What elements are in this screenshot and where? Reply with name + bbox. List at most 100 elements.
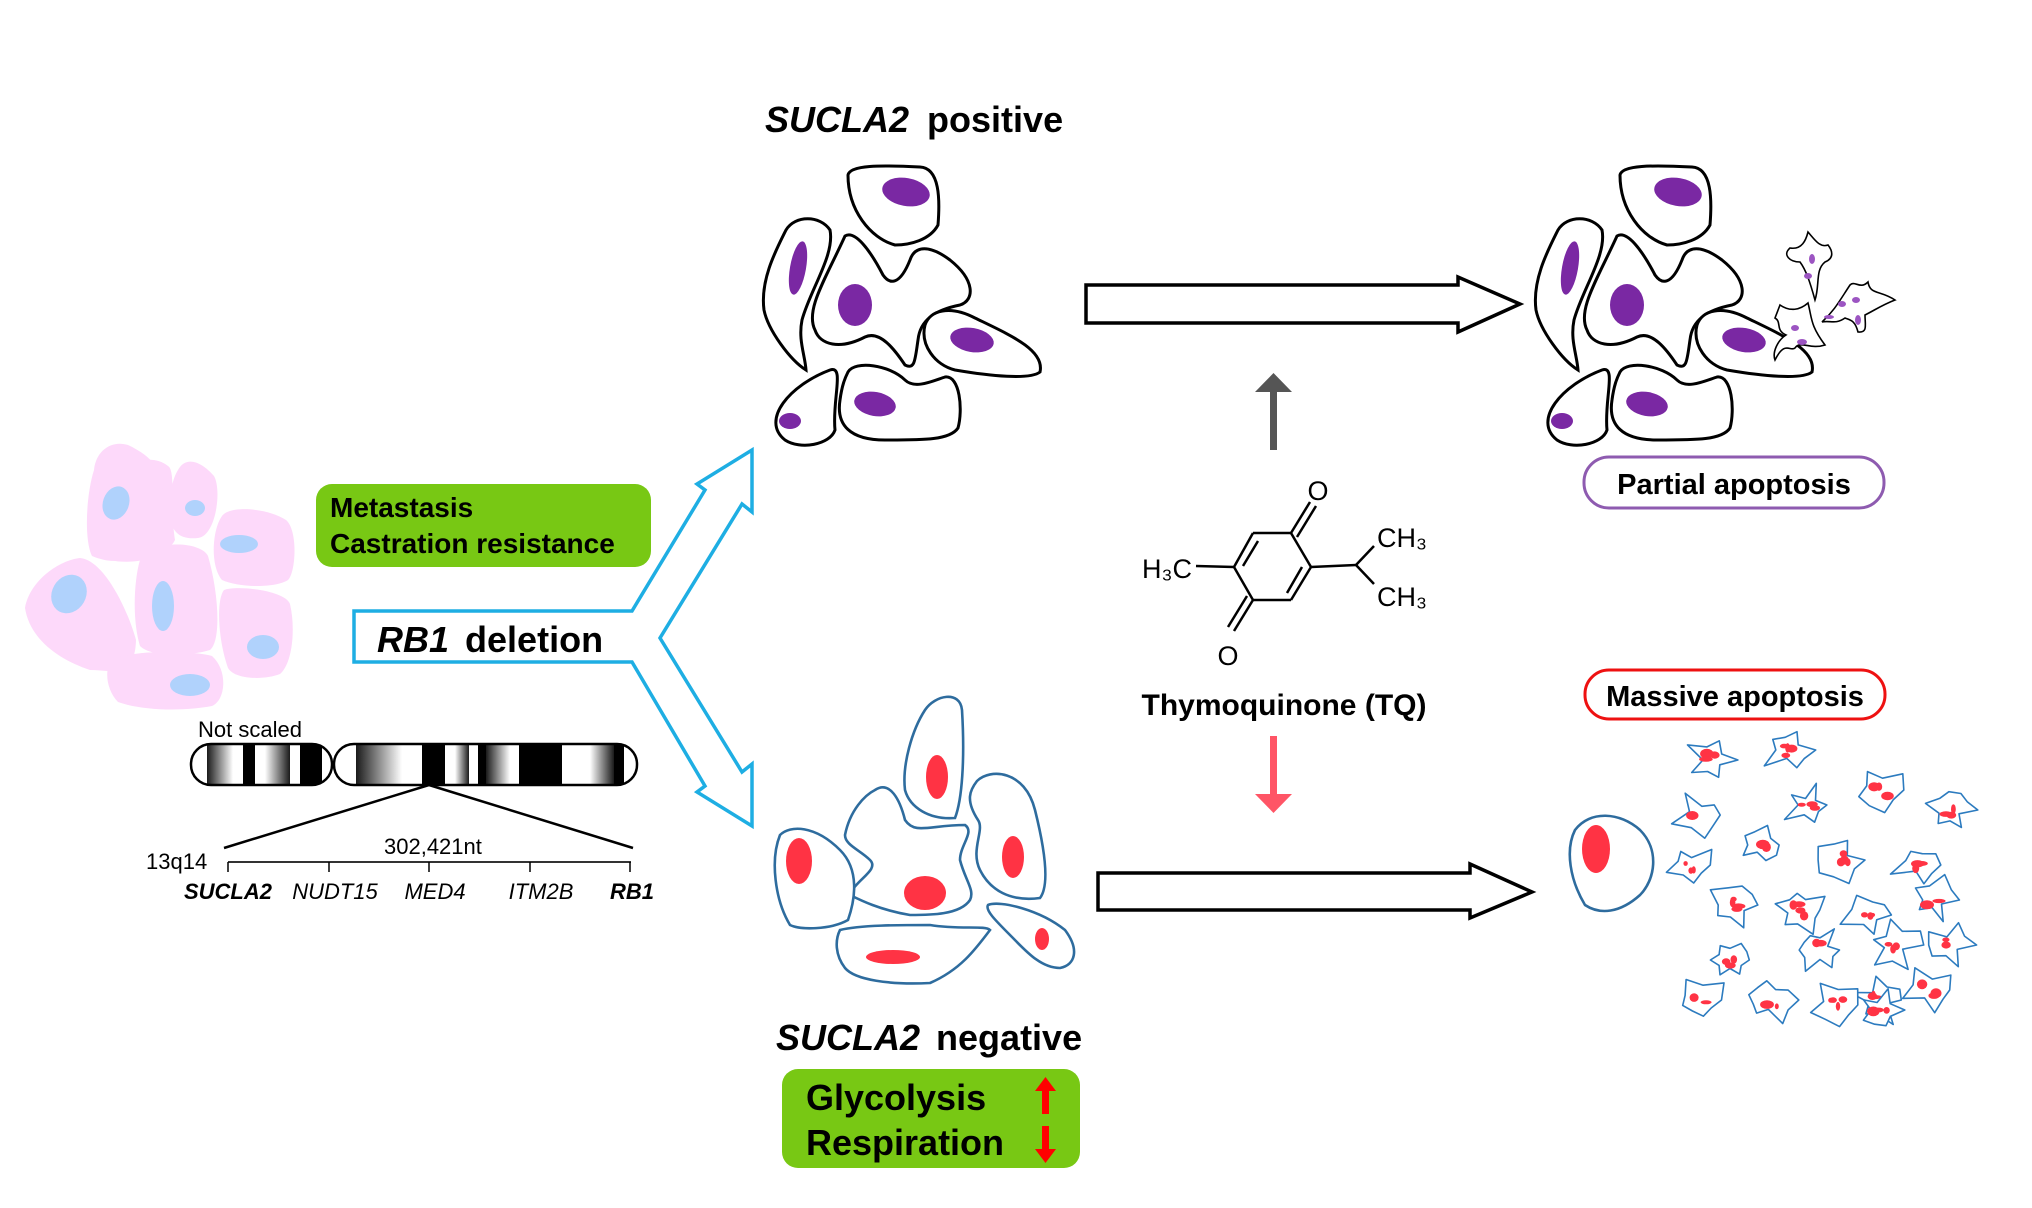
- nuclear-fragment: [1916, 979, 1928, 990]
- surviving-cells: [1533, 164, 1814, 447]
- fragment: [1838, 301, 1846, 307]
- nuclear-fragment: [1911, 860, 1924, 868]
- oxygen-top: O: [1307, 476, 1328, 506]
- nuclear-fragment: [1920, 900, 1934, 910]
- nuclear-fragment: [1683, 861, 1688, 866]
- nucleus: [904, 876, 946, 910]
- parental-cell: [170, 461, 218, 539]
- title-gene: SUCLA2: [776, 1017, 920, 1058]
- nuclear-fragment: [1809, 805, 1821, 811]
- glycolysis-label: Glycolysis: [806, 1077, 986, 1118]
- nuclear-fragment: [1868, 782, 1880, 792]
- fragment: [1824, 315, 1834, 319]
- partial-apoptosis-cell-cluster: [1533, 164, 1897, 447]
- parental-cell: [25, 558, 136, 672]
- nuclear-fragment: [1729, 897, 1736, 908]
- parental-cell: [134, 544, 218, 655]
- nuclear-fragment: [1892, 942, 1900, 951]
- nuclear-fragment: [1814, 939, 1827, 947]
- thymoquinone-structure: O O H₃C CH₃ CH₃ Thymoquinone (TQ): [1142, 373, 1427, 813]
- partial-apoptosis-label: Partial apoptosis: [1617, 469, 1851, 501]
- nuclear-fragment: [1781, 752, 1791, 759]
- apoptotic-body: [1927, 921, 1978, 968]
- apoptotic-body: [1665, 848, 1713, 884]
- methyl-upper: CH₃: [1377, 523, 1427, 553]
- title-status: positive: [927, 99, 1063, 140]
- fragment: [1809, 254, 1815, 264]
- region-length: 302,421nt: [384, 834, 482, 859]
- apoptotic-bodies: [1773, 230, 1897, 363]
- apoptotic-body: [1809, 982, 1859, 1028]
- nuclear-fragment: [1942, 937, 1950, 942]
- nuclear-fragment: [1941, 941, 1951, 949]
- cell: [837, 363, 962, 442]
- nuclear-fragment: [1930, 988, 1942, 999]
- nuclear-fragment: [1760, 1000, 1774, 1009]
- fork-arrow-outline: [352, 446, 754, 830]
- nuclear-fragment: [1839, 850, 1848, 858]
- apoptotic-body: [1798, 928, 1841, 973]
- tq-effect-arrow-up: [1255, 373, 1292, 450]
- cell: [761, 217, 833, 373]
- nuclear-fragment: [1774, 1003, 1779, 1010]
- cell: [986, 902, 1076, 970]
- methyl-group: H₃C: [1142, 554, 1192, 584]
- nuclear-fragment: [1689, 993, 1699, 1002]
- arrow-up-icon: [1035, 1077, 1056, 1114]
- fragment: [1797, 339, 1807, 345]
- parental-cell-cluster: [25, 443, 295, 710]
- title-status: negative: [936, 1017, 1082, 1058]
- band-label: 13q14: [146, 849, 207, 874]
- not-scaled-note: Not scaled: [198, 717, 302, 742]
- nuclear-fragment: [1691, 866, 1696, 874]
- nuclear-fragment: [1779, 743, 1789, 749]
- nuclear-fragment: [1932, 898, 1946, 904]
- cell: [774, 368, 839, 447]
- nuclear-fragment: [1700, 748, 1714, 759]
- oxygen-bottom: O: [1217, 641, 1238, 671]
- chromosome-q-arm: [334, 744, 637, 785]
- parental-nucleus: [51, 574, 87, 614]
- nuclear-fragment: [1721, 958, 1731, 965]
- nuclear-fragment: [1730, 955, 1738, 964]
- nucleus: [786, 838, 812, 884]
- nuclear-fragment: [1799, 911, 1809, 921]
- parental-nucleus: [220, 535, 258, 553]
- phenotype-box-bg: [316, 484, 651, 567]
- chromosome-p-arm: [191, 744, 332, 785]
- title-gene: SUCLA2: [765, 99, 909, 140]
- apoptotic-body: [1709, 942, 1751, 976]
- cell: [846, 164, 941, 247]
- metabolism-box-bg: [782, 1069, 1080, 1168]
- nuclear-fragment: [1861, 912, 1868, 918]
- apoptotic-body: [1686, 740, 1739, 779]
- nuclear-fragment: [1845, 858, 1851, 867]
- sucla2-negative-cell-cluster: [773, 695, 1076, 985]
- partial-apoptosis-pill: [1582, 455, 1886, 510]
- phenotype-metastasis: Metastasis: [330, 492, 473, 523]
- zoom-line-right: [428, 783, 634, 850]
- gene-sucla2: SUCLA2: [184, 879, 273, 904]
- sucla2-positive-cell-cluster: [761, 164, 1042, 447]
- nucleus: [866, 950, 920, 964]
- surviving-cell: [1568, 814, 1655, 913]
- nuclear-fragment: [1700, 1000, 1712, 1005]
- parental-nucleus: [170, 674, 210, 696]
- rb1-gene-label: RB1: [377, 619, 449, 660]
- benzoquinone-ring: [1195, 501, 1375, 632]
- apoptotic-body: [1783, 782, 1828, 823]
- rb1-deletion-label: RB1 deletion: [377, 619, 603, 660]
- apoptotic-body: [1773, 301, 1827, 363]
- nucleus: [1002, 836, 1024, 878]
- deletion-label: deletion: [465, 619, 603, 660]
- nucleus: [838, 284, 872, 326]
- sucla2-positive-title: SUCLA2 positive: [765, 99, 1063, 140]
- apoptotic-body: [1858, 770, 1905, 814]
- apoptotic-body: [1681, 978, 1725, 1017]
- nucleus: [788, 241, 808, 295]
- zoom-line-left: [223, 783, 430, 850]
- massive-apoptosis-label: Massive apoptosis: [1606, 681, 1864, 713]
- nuclear-fragment: [1873, 1007, 1884, 1013]
- cell: [773, 827, 856, 930]
